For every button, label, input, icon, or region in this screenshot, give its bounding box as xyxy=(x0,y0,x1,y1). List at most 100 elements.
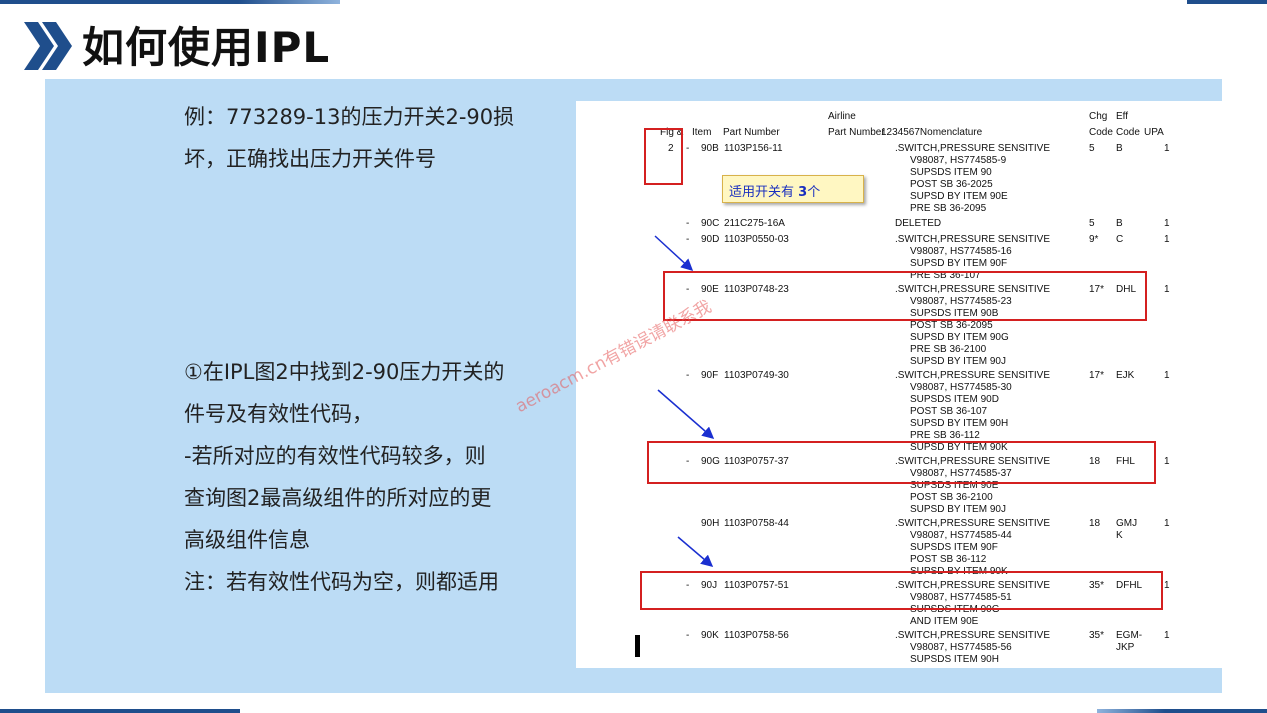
cell-nomenclature-line: V98087, HS774585-9 xyxy=(910,155,1007,166)
cell-item: 90B xyxy=(701,143,719,154)
cell-item: 90F xyxy=(701,370,719,381)
cell-eff-code: B xyxy=(1116,218,1123,229)
callout-box: 适用开关有 3个 xyxy=(722,175,864,203)
cell-nomenclature-line: SUPSD BY ITEM 90J xyxy=(910,356,1006,367)
cell-eff-code: JKP xyxy=(1116,642,1135,653)
cell-nomenclature-line: POST SB 36-2025 xyxy=(910,179,993,190)
cell-part-number: 1103P0758-56 xyxy=(724,630,789,641)
cell-chg-code: 17* xyxy=(1089,370,1105,381)
cell-part-number: 1103P0758-44 xyxy=(724,518,789,529)
instruction-text: ①在IPL图2中找到2-90压力开关的 件号及有效性代码， -若所对应的有效性代… xyxy=(184,351,554,603)
cell-nomenclature-line: .SWITCH,PRESSURE SENSITIVE xyxy=(895,456,1051,467)
cell-part-number: 1103P156-11 xyxy=(724,143,783,154)
cell-chg-code: 35* xyxy=(1089,580,1105,591)
cell-nomenclature-line: SUPSDS ITEM 90D xyxy=(910,394,999,405)
cell-dash: - xyxy=(686,234,690,245)
slide-title: 如何使用IPL xyxy=(82,23,331,72)
header-eff: Eff xyxy=(1116,111,1129,122)
header-chg-code: Code xyxy=(1089,127,1113,138)
text-cursor-mark xyxy=(635,635,640,657)
cell-nomenclature-line: V98087, HS774585-23 xyxy=(910,296,1012,307)
cell-item: 90G xyxy=(701,456,720,467)
cell-nomenclature-line: SUPSD BY ITEM 90G xyxy=(910,332,1009,343)
cell-dash: - xyxy=(686,143,690,154)
cell-nomenclature-line: SUPSDS ITEM 90F xyxy=(910,542,998,553)
ipl-document-image: Airline Chg Eff Fig & Item Part Number P… xyxy=(576,101,1222,668)
cell-nomenclature-line: POST SB 36-112 xyxy=(910,554,987,565)
cell-item: 90E xyxy=(701,284,719,295)
header-eff-code: Code xyxy=(1116,127,1140,138)
cell-nomenclature-line: V98087, HS774585-30 xyxy=(910,382,1012,393)
cell-nomenclature-line: DELETED xyxy=(895,218,942,229)
cell-part-number: 1103P0757-51 xyxy=(724,580,789,591)
cell-item: 90C xyxy=(701,218,720,229)
header-item: Item xyxy=(692,127,712,138)
cell-chg-code: 5 xyxy=(1089,143,1095,154)
cell-nomenclature-line: PRE SB 36-2100 xyxy=(910,344,987,355)
cell-eff-code: EJK xyxy=(1116,370,1135,381)
cell-dash: - xyxy=(686,370,690,381)
cell-dash: - xyxy=(686,218,690,229)
cell-nomenclature-line: SUPSD BY ITEM 90J xyxy=(910,504,1006,515)
cell-dash: - xyxy=(686,630,690,641)
header-fig: Fig & xyxy=(660,127,684,138)
cell-nomenclature-line: SUPSD BY ITEM 90H xyxy=(910,418,1009,429)
top-accent-bar xyxy=(0,0,340,4)
cell-nomenclature-line: PRE SB 36-2095 xyxy=(910,203,987,214)
cell-nomenclature-line: .SWITCH,PRESSURE SENSITIVE xyxy=(895,580,1051,591)
cell-eff-code: EGM- xyxy=(1116,630,1143,641)
instruction-line: 高级组件信息 xyxy=(184,528,310,552)
row-90g-highlight-box xyxy=(647,441,1156,484)
cell-eff-code: C xyxy=(1116,234,1124,245)
cell-nomenclature-line: .SWITCH,PRESSURE SENSITIVE xyxy=(895,143,1051,154)
top-accent-bar-right xyxy=(1187,0,1267,4)
cell-eff-code: K xyxy=(1116,530,1123,541)
cell-eff-code: GMJ xyxy=(1116,518,1138,529)
fig-highlight-box xyxy=(644,128,683,185)
cell-upa: 1 xyxy=(1164,143,1170,154)
cell-nomenclature-line: V98087, HS774585-16 xyxy=(910,246,1012,257)
bottom-accent-bar-right xyxy=(1097,709,1267,713)
cell-nomenclature-line: SUPSDS ITEM 90E xyxy=(910,480,999,491)
instruction-line: 注：若有效性代码为空，则都适用 xyxy=(184,570,499,594)
header-upa: UPA xyxy=(1144,127,1164,138)
cell-part-number: 1103P0550-03 xyxy=(724,234,789,245)
cell-part-number: 211C275-16A xyxy=(724,218,785,229)
cell-nomenclature-line: SUPSDS ITEM 90B xyxy=(910,308,999,319)
example-line: 例：773289-13的压力开关2-90损 xyxy=(184,105,515,129)
cell-dash: - xyxy=(686,580,690,591)
instruction-line: 件号及有效性代码， xyxy=(184,402,373,426)
cell-upa: 1 xyxy=(1164,518,1170,529)
cell-nomenclature-line: POST SB 36-2095 xyxy=(910,320,993,331)
callout-suffix: 个 xyxy=(807,185,821,200)
cell-item: 90D xyxy=(701,234,720,245)
cell-nomenclature-line: PRE SB 36-107 xyxy=(910,270,981,281)
row-90e-highlight-box xyxy=(663,271,1147,321)
cell-upa: 1 xyxy=(1164,234,1170,245)
cell-chg-code: 5 xyxy=(1089,218,1095,229)
header-chg: Chg xyxy=(1089,111,1108,122)
cell-fig: 2 xyxy=(668,143,674,154)
cell-eff-code: B xyxy=(1116,143,1123,154)
header-airline: Airline xyxy=(828,111,856,122)
cell-chg-code: 35* xyxy=(1089,630,1105,641)
cell-part-number: 1103P0748-23 xyxy=(724,284,789,295)
cell-upa: 1 xyxy=(1164,580,1170,591)
cell-upa: 1 xyxy=(1164,456,1170,467)
cell-nomenclature-line: SUPSD BY ITEM 90F xyxy=(910,258,1008,269)
cell-nomenclature-line: V98087, HS774585-51 xyxy=(910,592,1012,603)
cell-upa: 1 xyxy=(1164,370,1170,381)
cell-nomenclature-line: POST SB 36-2100 xyxy=(910,492,993,503)
cell-nomenclature-line: V98087, HS774585-44 xyxy=(910,530,1012,541)
cell-upa: 1 xyxy=(1164,630,1170,641)
cell-eff-code: FHL xyxy=(1116,456,1135,467)
header-nomenclature: 1234567Nomenclature xyxy=(881,127,983,138)
cell-nomenclature-line: AND ITEM 90E xyxy=(910,616,979,627)
cell-nomenclature-line: .SWITCH,PRESSURE SENSITIVE xyxy=(895,518,1051,529)
cell-item: 90K xyxy=(701,630,719,641)
cell-nomenclature-line: PRE SB 36-112 xyxy=(910,430,980,441)
cell-eff-code: DFHL xyxy=(1116,580,1143,591)
cell-item: 90J xyxy=(701,580,718,591)
cell-item: 90H xyxy=(701,518,720,529)
cell-upa: 1 xyxy=(1164,218,1170,229)
